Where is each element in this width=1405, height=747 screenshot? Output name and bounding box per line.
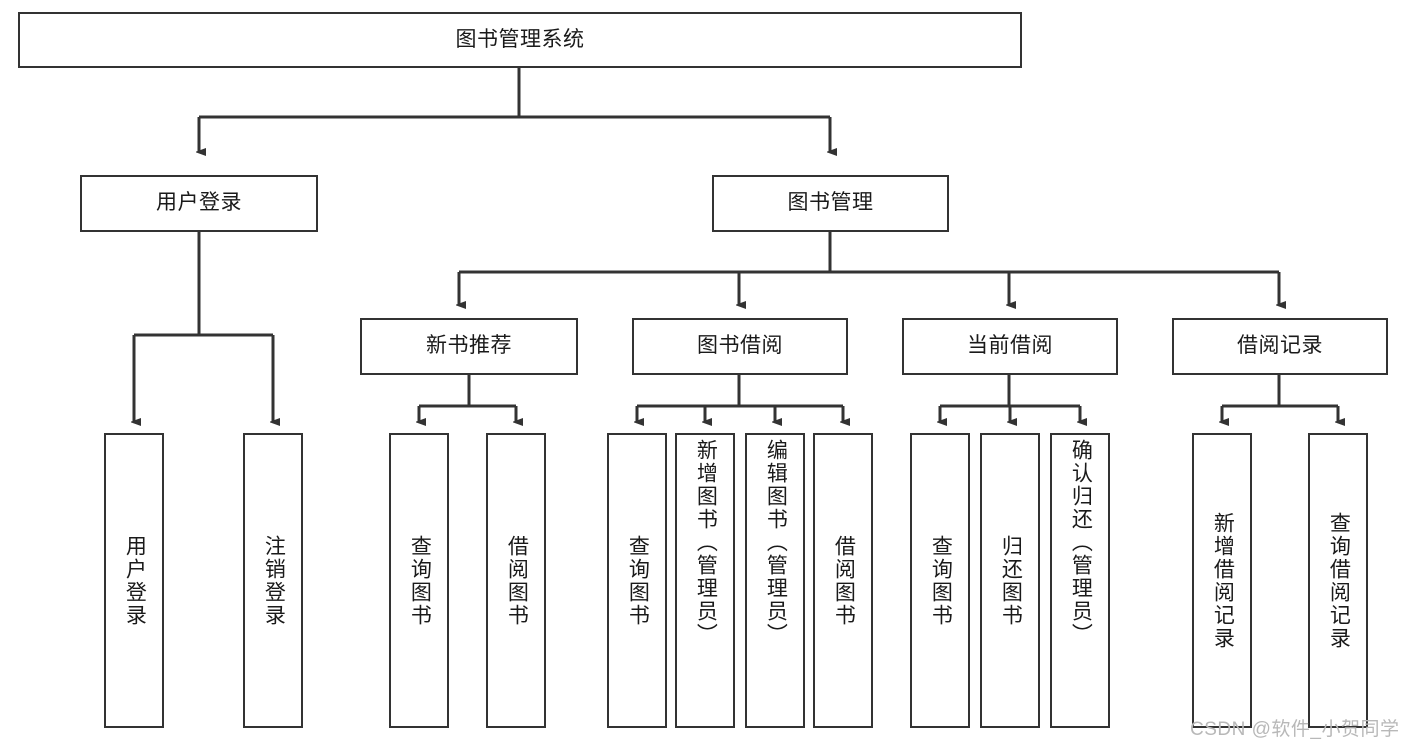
node-book-borrow[interactable]: 图书借阅 (632, 318, 848, 375)
leaf-recommend-borrow-book[interactable]: 借阅图书 (486, 433, 546, 728)
leaf-label: 编辑图书（管理员） (764, 439, 788, 646)
node-current-borrow-label: 当前借阅 (967, 334, 1053, 358)
node-book-management-label: 图书管理 (787, 191, 874, 215)
leaf-label: 查询图书 (626, 534, 650, 627)
leaf-label: 查询图书 (408, 534, 432, 627)
leaf-borrow-add-book-admin[interactable]: 新增图书（管理员） (675, 433, 735, 728)
node-book-borrow-label: 图书借阅 (697, 334, 783, 358)
leaf-borrow-borrow-book[interactable]: 借阅图书 (813, 433, 873, 728)
csdn-watermark: CSDN @软件_小贺同学 (1190, 719, 1400, 740)
node-new-book-recommend-label: 新书推荐 (426, 334, 512, 358)
leaf-record-add-record[interactable]: 新增借阅记录 (1192, 433, 1252, 728)
leaf-label: 注销登录 (262, 534, 286, 627)
leaf-label: 借阅图书 (505, 534, 529, 627)
leaf-current-return-book[interactable]: 归还图书 (980, 433, 1040, 728)
node-borrow-record[interactable]: 借阅记录 (1172, 318, 1388, 375)
leaf-label: 查询图书 (929, 534, 953, 627)
node-user-login[interactable]: 用户登录 (80, 175, 318, 232)
leaf-label: 新增借阅记录 (1211, 511, 1235, 650)
leaf-borrow-edit-book-admin[interactable]: 编辑图书（管理员） (745, 433, 805, 728)
leaf-label: 借阅图书 (832, 534, 856, 627)
node-borrow-record-label: 借阅记录 (1237, 334, 1323, 358)
leaf-current-query-book[interactable]: 查询图书 (910, 433, 970, 728)
leaf-label: 新增图书（管理员） (694, 439, 718, 646)
node-root-label: 图书管理系统 (455, 27, 585, 51)
node-new-book-recommend[interactable]: 新书推荐 (360, 318, 578, 375)
node-current-borrow[interactable]: 当前借阅 (902, 318, 1118, 375)
leaf-label: 归还图书 (999, 534, 1023, 627)
node-user-login-label: 用户登录 (156, 191, 242, 215)
leaf-current-confirm-return-admin[interactable]: 确认归还（管理员） (1050, 433, 1110, 728)
leaf-borrow-query-book[interactable]: 查询图书 (607, 433, 667, 728)
leaf-label: 确认归还（管理员） (1069, 439, 1093, 646)
leaf-user-login-logout[interactable]: 注销登录 (243, 433, 303, 728)
leaf-label: 查询借阅记录 (1327, 511, 1351, 650)
leaf-label: 用户登录 (123, 534, 147, 627)
leaf-user-login-login[interactable]: 用户登录 (104, 433, 164, 728)
leaf-recommend-query-book[interactable]: 查询图书 (389, 433, 449, 728)
node-book-management[interactable]: 图书管理 (712, 175, 949, 232)
node-root[interactable]: 图书管理系统 (18, 12, 1022, 68)
leaf-record-query-record[interactable]: 查询借阅记录 (1308, 433, 1368, 728)
